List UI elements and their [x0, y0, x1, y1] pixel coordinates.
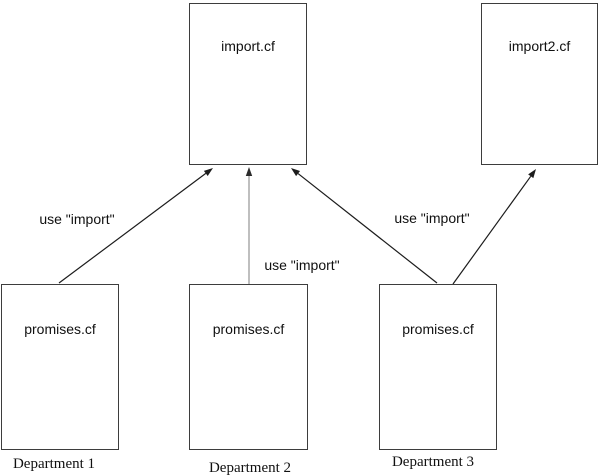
- import-cf-label: import.cf: [221, 38, 275, 54]
- promises-cf-box-dept3: promises.cf: [379, 284, 497, 450]
- promises-cf-label-dept2: promises.cf: [212, 321, 285, 337]
- arrowhead-promises-dept1-to-import-cf: [203, 168, 213, 176]
- arrowhead-promises-dept3-to-import-cf: [291, 168, 301, 177]
- promises-cf-label-dept1: promises.cf: [24, 321, 96, 337]
- import2-cf-box: import2.cf: [481, 3, 598, 165]
- use-import-label-left: use "import": [39, 211, 115, 227]
- promises-cf-box-dept1: promises.cf: [1, 284, 119, 450]
- promises-cf-label-dept3: promises.cf: [402, 321, 474, 337]
- arrowhead-promises-dept3-to-import2-cf: [528, 169, 536, 179]
- import-cf-box: import.cf: [189, 3, 307, 165]
- arrow-promises-dept3-to-import2-cf: [452, 175, 532, 285]
- use-import-label-right: use "import": [394, 210, 470, 226]
- arrowhead-promises-dept2-to-import-cf: [245, 167, 253, 176]
- arrow-promises-dept1-to-import-cf: [58, 172, 207, 284]
- import2-cf-label: import2.cf: [508, 38, 571, 54]
- promises-cf-box-dept2: promises.cf: [189, 284, 308, 450]
- department-3-caption: Department 3: [391, 454, 475, 470]
- department-1-caption: Department 1: [12, 456, 96, 472]
- use-import-label-middle: use "import": [264, 257, 340, 273]
- department-2-caption: Department 2: [208, 460, 292, 476]
